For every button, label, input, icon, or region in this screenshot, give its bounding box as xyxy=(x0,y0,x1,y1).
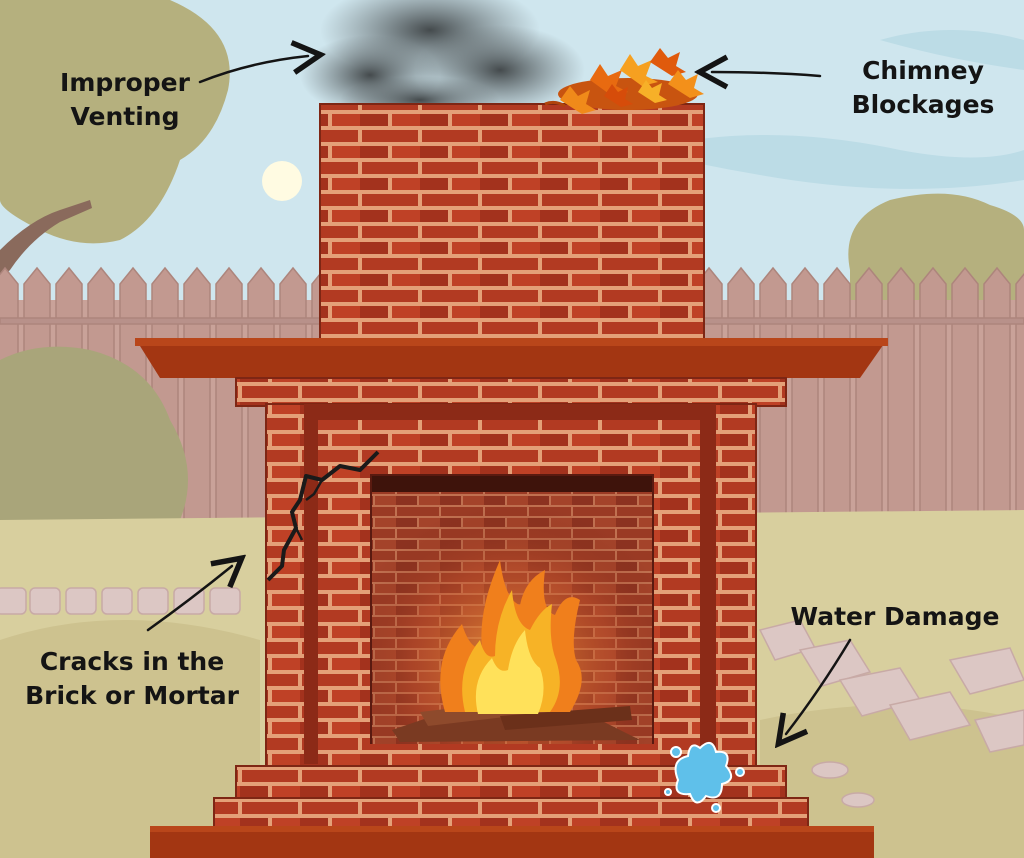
smoke xyxy=(300,0,585,124)
leaves-blockage-icon xyxy=(544,48,704,114)
label-line: Cracks in the xyxy=(39,647,225,676)
sun-icon xyxy=(262,161,302,201)
cloud xyxy=(880,30,1024,70)
cloud xyxy=(640,135,1024,189)
label-line: Chimney xyxy=(862,56,984,85)
chimney-stack xyxy=(319,103,705,345)
arrow-blockages-icon xyxy=(712,72,822,76)
bush-left xyxy=(0,346,188,535)
water-splash-icon xyxy=(664,741,745,813)
bush-right xyxy=(848,193,1024,300)
fence-picket xyxy=(183,266,211,531)
fence-picket xyxy=(951,266,979,531)
lawn-shadow xyxy=(0,620,260,858)
fence-picket xyxy=(791,266,819,531)
fence-picket xyxy=(1015,272,1024,531)
arrow-venting-icon xyxy=(198,56,308,84)
callout-arrows xyxy=(146,56,852,734)
tree-left xyxy=(0,0,230,244)
tree-trunk xyxy=(0,200,92,280)
lawn-shadow xyxy=(760,705,1024,858)
arrow-cracks-icon xyxy=(146,566,232,632)
label-cracks: Cracks in the Brick or Mortar xyxy=(8,645,256,713)
arrow-water-icon xyxy=(786,638,852,734)
label-water-damage: Water Damage xyxy=(790,602,1000,631)
mantel-edge xyxy=(135,338,888,346)
label-line: Brick or Mortar xyxy=(25,681,239,710)
fence-picket xyxy=(919,266,947,531)
label-improper-venting: Improper Venting xyxy=(40,66,210,134)
crack-icon xyxy=(266,450,380,582)
label-line: Improper xyxy=(60,68,190,97)
fence-picket xyxy=(823,266,851,531)
label-line: Venting xyxy=(70,102,180,131)
fence-picket xyxy=(983,266,1011,531)
stepping-stones xyxy=(0,587,1024,808)
label-chimney-blockages: Chimney Blockages xyxy=(828,54,1018,122)
fence-picket xyxy=(887,266,915,531)
mantel xyxy=(135,338,888,378)
label-line: Blockages xyxy=(851,90,995,119)
fire-icon xyxy=(440,560,582,714)
hearth xyxy=(150,765,874,858)
fence-picket xyxy=(855,266,883,531)
crack-branch-icon xyxy=(294,479,324,541)
